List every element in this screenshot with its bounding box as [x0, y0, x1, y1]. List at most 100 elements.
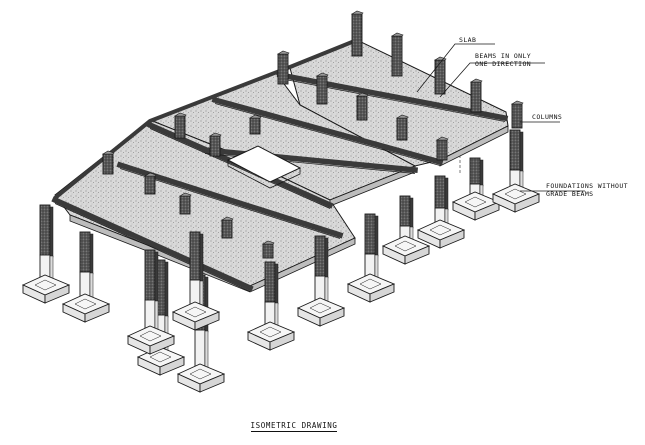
label-slab: SLAB — [459, 36, 477, 45]
beam — [51, 196, 254, 292]
column — [509, 129, 521, 171]
beam-underside-edge — [214, 103, 441, 166]
footing-inner — [139, 330, 162, 342]
footing-right — [514, 193, 540, 213]
footing-inner — [259, 326, 282, 338]
column-side — [274, 263, 279, 305]
column-top — [316, 75, 328, 105]
columns-above-slab — [101, 10, 524, 259]
columns-and-foundations — [21, 129, 541, 393]
footing-right — [194, 311, 220, 331]
column-side — [519, 131, 524, 173]
column-cap — [510, 100, 524, 105]
column-cap — [276, 50, 290, 55]
column — [264, 261, 276, 303]
column — [189, 231, 201, 281]
footing-inner — [34, 279, 57, 291]
footing-inner — [464, 196, 487, 208]
label-foundations: FOUNDATIONS WITHOUT GRADE BEAMS — [546, 182, 628, 198]
column-top — [470, 81, 482, 113]
column-top — [356, 95, 368, 121]
column-cap — [469, 78, 483, 83]
footing-right — [369, 283, 395, 303]
footing-inner — [309, 302, 332, 314]
label-slab-text: SLAB — [459, 36, 477, 44]
beam — [202, 147, 418, 173]
beam-underside-edge — [54, 203, 251, 292]
label-beams-line-2: ONE DIRECTION — [475, 59, 532, 68]
label-columns: COLUMNS — [532, 113, 563, 122]
footing-right — [404, 245, 430, 265]
leader-beams — [439, 62, 545, 98]
column — [469, 157, 481, 185]
column-top — [262, 243, 274, 259]
beam-underside-edge — [119, 168, 341, 239]
column-cap — [173, 112, 187, 117]
column-side — [374, 215, 379, 257]
column-side — [89, 233, 94, 275]
edge-beam — [53, 38, 358, 200]
column-cap — [261, 240, 275, 245]
drawing-caption: ISOMETRIC DRAWING — [0, 421, 588, 432]
column — [39, 204, 51, 256]
column — [364, 213, 376, 255]
column-top — [434, 59, 446, 95]
footing-inner — [359, 278, 382, 290]
column-top — [436, 139, 448, 161]
column-side — [444, 177, 449, 211]
footing-inner — [149, 351, 172, 363]
column-cap — [178, 192, 192, 197]
column-cap — [143, 172, 157, 177]
column-side — [409, 197, 414, 229]
footing-right — [269, 331, 295, 351]
column-cap — [355, 92, 369, 97]
column-cap — [350, 10, 364, 15]
column — [79, 231, 91, 273]
footing-right — [319, 307, 345, 327]
footing-inner — [184, 306, 207, 318]
column-cap — [315, 72, 329, 77]
footing-right — [44, 284, 70, 304]
column-side — [479, 159, 484, 187]
column-top — [144, 175, 156, 195]
footing-inner — [394, 240, 417, 252]
column — [314, 235, 326, 277]
footing-inner — [504, 188, 527, 200]
label-foundations-line-2: GRADE BEAMS — [546, 189, 594, 198]
label-beams: BEAMS IN ONLY ONE DIRECTION — [475, 52, 532, 68]
column-top — [277, 53, 289, 85]
footing-right — [439, 229, 465, 249]
column-top — [221, 219, 233, 239]
column-cap — [208, 132, 222, 137]
column-cap — [248, 114, 262, 119]
column-cap — [435, 136, 449, 141]
slab-opening — [226, 145, 302, 189]
column — [434, 175, 446, 209]
column-side — [199, 233, 204, 283]
beam — [211, 96, 444, 166]
slab-opening-edge — [227, 160, 301, 189]
column-top — [179, 195, 191, 215]
column-cap — [390, 32, 404, 37]
footing-right — [84, 303, 110, 323]
column-cap — [101, 150, 115, 155]
column-side — [164, 261, 169, 318]
beam-underside-edge — [149, 128, 331, 209]
footing-right — [149, 335, 175, 355]
footing-inner — [189, 368, 212, 380]
footing-inner — [429, 224, 452, 236]
label-beams-line-1: BEAMS IN ONLY — [475, 52, 532, 60]
column — [144, 249, 156, 301]
label-columns-text: COLUMNS — [532, 113, 563, 121]
column-side — [49, 206, 54, 258]
footing-right — [159, 356, 185, 376]
footing-right — [474, 201, 500, 221]
column-cap — [395, 114, 409, 119]
caption-text: ISOMETRIC DRAWING — [250, 421, 338, 432]
column-top — [174, 115, 186, 139]
column-top — [102, 153, 114, 175]
column-top — [249, 117, 261, 135]
column-top — [396, 117, 408, 141]
